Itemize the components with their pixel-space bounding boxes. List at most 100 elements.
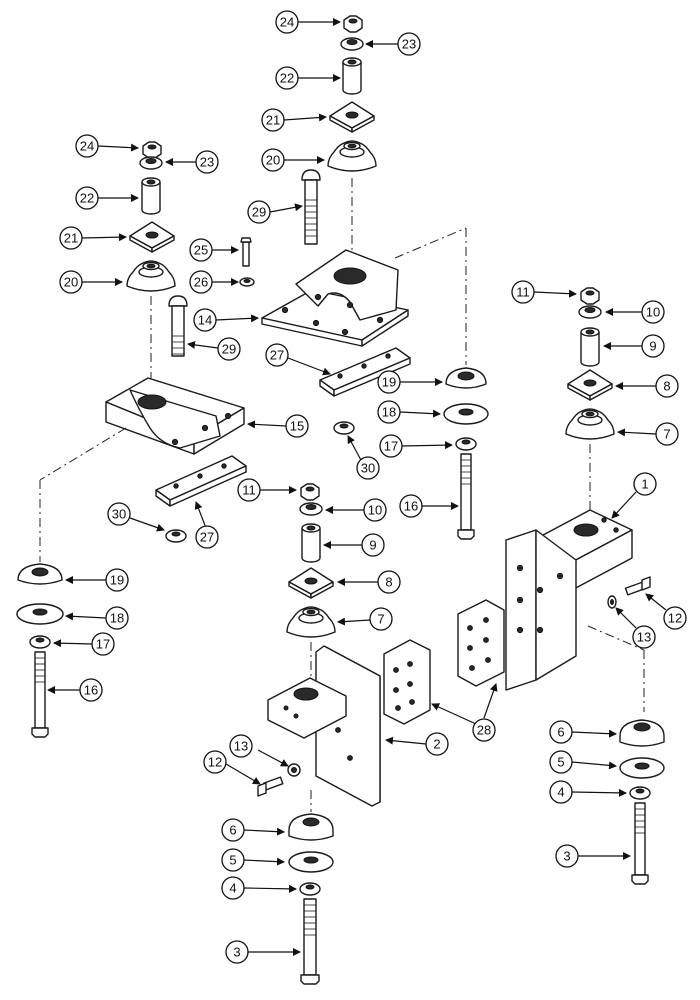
callout-30-left: 30: [107, 502, 165, 532]
callout-4-right: 4: [549, 780, 627, 804]
callout-21-left: 21: [59, 226, 127, 250]
svg-text:9: 9: [649, 339, 656, 354]
callout-22-top: 22: [275, 66, 341, 90]
part-washer-5-right: [619, 757, 665, 779]
callout-26: 26: [189, 270, 239, 294]
callout-5-center: 5: [221, 848, 285, 872]
callout-18-left: 18: [65, 606, 129, 630]
part-spacer-9-center: [301, 523, 321, 563]
part-isolator-6-center: [288, 813, 334, 841]
part-isolator-19-right: [445, 367, 487, 389]
part-isolator-19-left: [17, 563, 63, 585]
part-isolator-20-top: [327, 140, 377, 172]
svg-text:25: 25: [194, 243, 208, 258]
callout-8-center: 8: [337, 570, 401, 594]
svg-text:6: 6: [557, 725, 564, 740]
svg-text:12: 12: [208, 755, 222, 770]
callout-23-top: 23: [365, 32, 421, 56]
callout-30-center: 30: [347, 435, 380, 480]
part-washer-10-center: [299, 502, 323, 516]
svg-text:22: 22: [280, 71, 294, 86]
svg-text:29: 29: [252, 205, 266, 220]
part-bolt-29-left: [168, 295, 188, 357]
part-bolt-12-right: [624, 576, 651, 596]
svg-text:22: 22: [80, 191, 94, 206]
callout-11-right: 11: [511, 280, 577, 304]
part-screw-25: [240, 237, 252, 267]
callout-7-center: 7: [337, 607, 393, 631]
svg-text:24: 24: [280, 15, 294, 30]
callout-2: 2: [385, 732, 449, 756]
svg-text:9: 9: [369, 538, 376, 553]
svg-text:8: 8: [663, 379, 670, 394]
svg-text:17: 17: [384, 439, 398, 454]
part-isolator-20-left: [126, 260, 176, 292]
callout-13-right: 13: [615, 607, 656, 649]
svg-text:13: 13: [637, 630, 651, 645]
svg-text:23: 23: [200, 155, 214, 170]
part-washer-26: [239, 277, 255, 287]
part-washer-18-left: [16, 603, 64, 625]
callout-28: 28: [431, 683, 498, 742]
part-nut-11-center: [300, 483, 320, 501]
svg-text:29: 29: [222, 342, 236, 357]
part-square-washer-8-right: [567, 369, 613, 401]
svg-text:4: 4: [557, 785, 564, 800]
svg-text:24: 24: [80, 139, 94, 154]
callout-9-right: 9: [603, 334, 665, 358]
callout-16-right: 16: [399, 494, 459, 518]
left-stack: [16, 141, 247, 738]
svg-text:3: 3: [233, 945, 240, 960]
callout-29-center: 29: [247, 200, 303, 224]
part-washer-17-right: [455, 437, 477, 451]
svg-text:12: 12: [668, 611, 682, 626]
callout-12-center: 12: [203, 750, 261, 785]
part-spacer-9-right: [580, 327, 600, 367]
callout-19-left: 19: [65, 568, 129, 592]
callout-22-left: 22: [75, 186, 139, 210]
callout-17-right: 17: [379, 434, 453, 458]
callout-13-center: 13: [229, 734, 289, 767]
part-bracket-15: [105, 377, 245, 455]
svg-text:3: 3: [563, 849, 570, 864]
part-plate-27-left: [155, 455, 247, 507]
callout-29-left: 29: [187, 337, 241, 361]
svg-text:2: 2: [433, 737, 440, 752]
part-bracket-2: [267, 645, 381, 807]
callout-24-top: 24: [275, 10, 341, 34]
part-square-washer-21-top: [329, 101, 375, 133]
svg-text:30: 30: [112, 507, 126, 522]
lower-center-stack: [257, 483, 505, 985]
svg-text:7: 7: [377, 612, 384, 627]
part-square-washer-8-center: [288, 567, 334, 599]
part-bolt-29-center: [301, 169, 321, 245]
part-bolt-3-right: [631, 802, 649, 885]
svg-text:1: 1: [641, 477, 648, 492]
callout-7-right: 7: [617, 422, 679, 446]
part-square-washer-21-left: [129, 221, 175, 253]
part-washer-18-right: [443, 403, 489, 425]
part-isolator-6-right: [619, 719, 665, 747]
callout-12-right: 12: [645, 593, 687, 630]
part-isolator-7-right: [565, 408, 615, 440]
part-washer-13-center: [287, 763, 301, 777]
callout-5-right: 5: [549, 750, 617, 774]
part-washer-17-left: [29, 635, 51, 649]
svg-text:23: 23: [402, 37, 416, 52]
svg-text:5: 5: [229, 853, 236, 868]
part-spacer-30-left: [165, 529, 187, 543]
callout-6-center: 6: [221, 818, 285, 842]
svg-text:5: 5: [557, 755, 564, 770]
svg-text:18: 18: [110, 611, 124, 626]
part-bolt-16-right: [457, 453, 475, 540]
callout-24-left: 24: [75, 134, 139, 158]
callout-25: 25: [189, 238, 239, 262]
part-shim-28-left: [383, 639, 431, 725]
svg-text:27: 27: [270, 348, 284, 363]
callout-16-left: 16: [47, 678, 103, 702]
svg-text:6: 6: [229, 823, 236, 838]
svg-text:7: 7: [663, 427, 670, 442]
callout-14: 14: [193, 308, 259, 332]
part-washer-5-center: [288, 851, 334, 873]
callout-3-right: 3: [555, 844, 631, 868]
